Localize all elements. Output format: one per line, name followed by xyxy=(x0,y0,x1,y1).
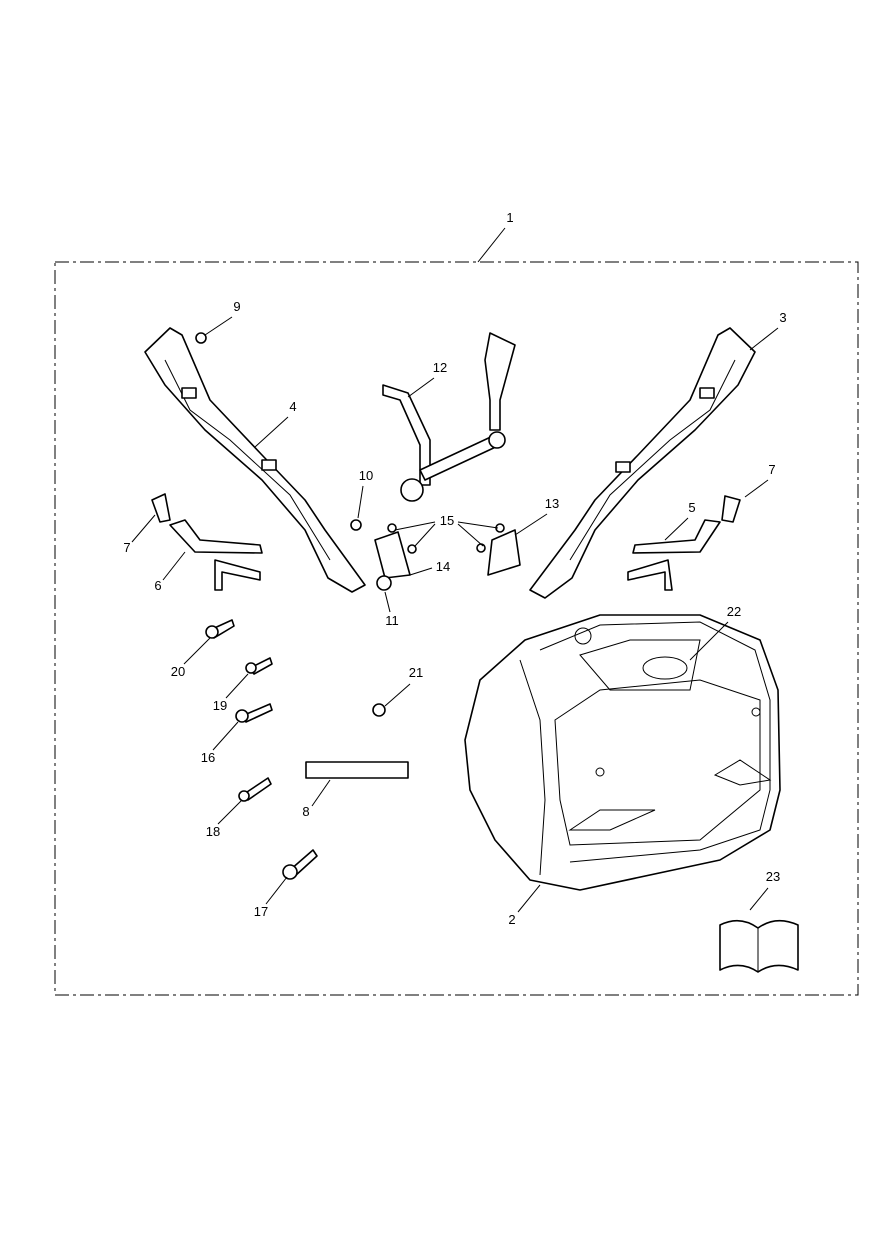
left-mount-plate xyxy=(374,531,411,579)
right-hook-lower xyxy=(627,559,673,591)
leader-line-9 xyxy=(204,316,233,336)
leader-line-15 xyxy=(457,523,484,547)
callout-7: 7 xyxy=(768,462,775,477)
leader-line-7 xyxy=(131,514,156,543)
callout-1: 1 xyxy=(506,210,513,225)
kit-boundary xyxy=(54,261,859,996)
left-hook xyxy=(169,519,263,554)
callout-21: 21 xyxy=(409,665,423,680)
leader-line-21 xyxy=(384,683,411,707)
callout-4: 4 xyxy=(289,399,296,414)
callout-12: 12 xyxy=(433,360,447,375)
right-hook xyxy=(632,519,721,554)
leader-line-15 xyxy=(394,521,436,531)
leader-line-14 xyxy=(409,567,433,576)
adhesive-strip xyxy=(305,761,409,779)
leader-line-4 xyxy=(254,416,289,448)
leader-line-10 xyxy=(357,485,364,519)
leader-line-23 xyxy=(749,887,769,911)
callout-11: 11 xyxy=(385,613,399,628)
leader-line-8 xyxy=(311,779,331,807)
bolts xyxy=(205,619,318,880)
nuts xyxy=(195,332,505,717)
leader-line-19 xyxy=(225,673,249,699)
callout-15: 15 xyxy=(440,513,454,528)
callout-13: 13 xyxy=(545,496,559,511)
callout-18: 18 xyxy=(206,824,220,839)
callout-17: 17 xyxy=(254,904,268,919)
right-cover xyxy=(721,495,741,523)
left-hook-lower xyxy=(214,559,261,591)
right-mount-plate xyxy=(487,529,521,576)
callout-5: 5 xyxy=(688,500,695,515)
right-pannier-frame xyxy=(529,327,756,599)
leader-line-17 xyxy=(265,876,288,905)
callout-7: 7 xyxy=(123,540,130,555)
callout-20: 20 xyxy=(171,664,185,679)
callout-19: 19 xyxy=(213,698,227,713)
callout-3: 3 xyxy=(779,310,786,325)
left-cover xyxy=(151,493,171,523)
leader-line-5 xyxy=(664,517,689,541)
leader-line-13 xyxy=(514,513,548,536)
callout-8: 8 xyxy=(302,804,309,819)
handbook xyxy=(719,919,799,973)
leader-line-15 xyxy=(414,523,436,547)
leader-line-22 xyxy=(689,621,729,661)
leader-line-20 xyxy=(183,637,211,665)
leader-line-2 xyxy=(517,884,541,913)
leader-line-18 xyxy=(217,799,243,825)
pannier-case xyxy=(464,614,781,891)
leader-line-6 xyxy=(162,551,186,581)
callout-23: 23 xyxy=(766,869,780,884)
callout-16: 16 xyxy=(201,750,215,765)
leader-line-3 xyxy=(749,327,779,351)
callout-2: 2 xyxy=(508,912,515,927)
callout-22: 22 xyxy=(727,604,741,619)
leader-line-16 xyxy=(212,721,239,751)
leader-line-12 xyxy=(407,377,435,398)
rear-bracket xyxy=(382,332,516,502)
leader-line-7 xyxy=(744,479,769,498)
callout-14: 14 xyxy=(436,559,450,574)
left-pannier-frame xyxy=(144,327,366,593)
callout-9: 9 xyxy=(233,299,240,314)
callout-6: 6 xyxy=(154,578,161,593)
leader-line-15 xyxy=(457,521,499,529)
leader-line-11 xyxy=(384,591,391,613)
leader-line-1 xyxy=(477,227,506,263)
callout-10: 10 xyxy=(359,468,373,483)
